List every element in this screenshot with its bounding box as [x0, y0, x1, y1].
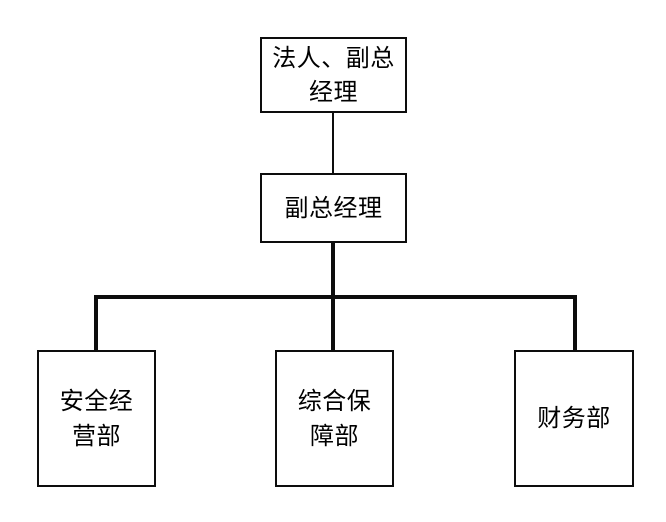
org-node-vp[interactable]: 副总经理 — [260, 173, 407, 243]
org-node-ceo[interactable]: 法人、副总 经理 — [260, 37, 407, 113]
connector-distribution-bus — [94, 295, 577, 299]
org-node-ceo-label: 法人、副总 经理 — [272, 43, 395, 106]
org-node-dept-3[interactable]: 财务部 — [514, 350, 634, 487]
org-node-dept-3-label: 财务部 — [537, 404, 611, 433]
connector-bus-to-dept-2 — [331, 295, 335, 352]
org-node-dept-2[interactable]: 综合保 障部 — [275, 350, 394, 487]
connector-vp-to-bus — [331, 243, 335, 299]
org-node-dept-1[interactable]: 安全经 营部 — [37, 350, 156, 487]
connector-ceo-to-vp — [332, 113, 334, 173]
org-node-dept-1-label: 安全经 营部 — [59, 387, 134, 450]
connector-bus-to-dept-1 — [94, 295, 98, 352]
org-node-dept-2-label: 综合保 障部 — [297, 387, 372, 450]
org-node-vp-label: 副总经理 — [284, 193, 383, 222]
connector-bus-to-dept-3 — [573, 295, 577, 352]
